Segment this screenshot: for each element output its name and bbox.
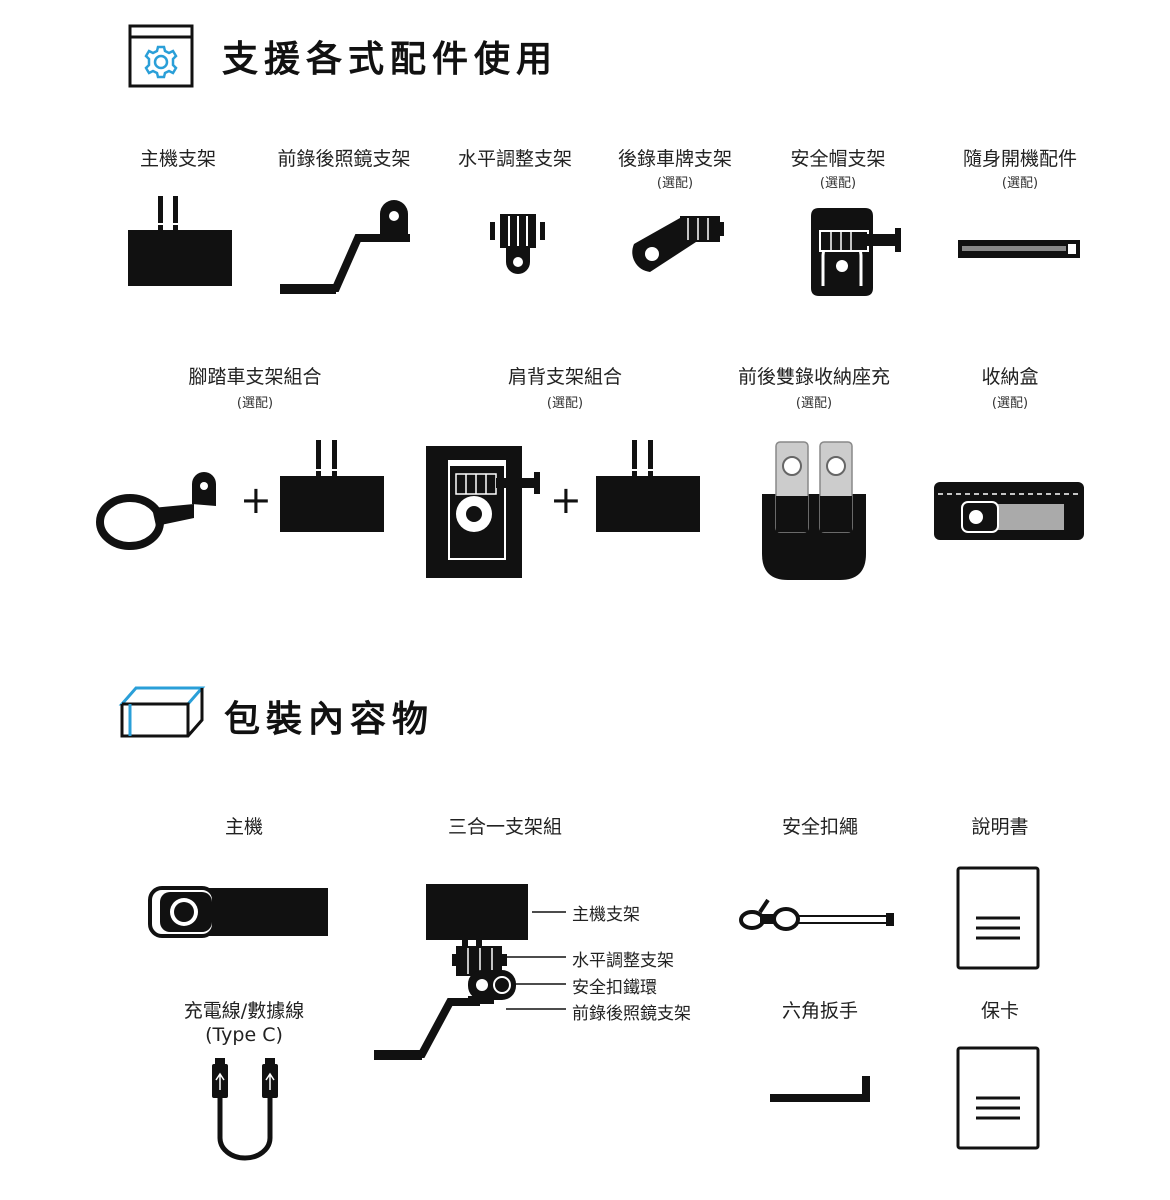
bike-combo-main-mount-icon — [280, 440, 384, 532]
mirror-mount-icon — [280, 200, 410, 294]
carry-accessory-icon — [958, 240, 1080, 258]
callout-level-mount: 水平調整支架 — [572, 951, 674, 971]
label-hex-wrench: 六角扳手 — [781, 1000, 858, 1022]
callout-lines — [506, 911, 566, 1010]
callout-mirror-mount: 前錄後照鏡支架 — [572, 1004, 691, 1024]
manual-icon — [956, 866, 1040, 970]
optional-bike-combo: (選配) — [236, 396, 274, 411]
label-storage-box: 收納盒 — [981, 366, 1039, 388]
usb-cable-icon — [212, 1058, 278, 1161]
label-bike-combo: 腳踏車支架組合 — [188, 366, 322, 388]
warranty-card-icon — [956, 1046, 1040, 1150]
accessories-title: 支援各式配件使用 — [222, 39, 559, 80]
label-safety-rope: 安全扣繩 — [781, 816, 858, 838]
level-mount-icon — [490, 214, 545, 274]
storage-box-icon — [934, 482, 1084, 540]
label-helmet-mount: 安全帽支架 — [790, 148, 886, 170]
main-unit-icon — [148, 886, 328, 938]
optional-dual-dock: (選配) — [795, 396, 833, 411]
plate-mount-icon — [632, 216, 724, 272]
shoulder-mount-icon — [426, 446, 540, 578]
optional-storage-box: (選配) — [991, 396, 1029, 411]
label-mirror-mount: 前錄後照鏡支架 — [277, 148, 411, 170]
main-mount-icon — [128, 196, 232, 286]
hex-wrench-icon — [770, 1076, 870, 1102]
helmet-mount-icon — [811, 208, 901, 296]
callout-main-mount: 主機支架 — [572, 905, 640, 925]
bike-mount-icon — [96, 472, 216, 550]
label-plate-mount: 後錄車牌支架 — [617, 148, 732, 170]
label-mount-set: 三合一支架組 — [447, 816, 562, 838]
label-dual-dock: 前後雙錄收納座充 — [737, 366, 890, 388]
safety-rope-icon — [739, 898, 894, 931]
shoulder-combo-main-mount-icon — [596, 440, 700, 532]
label-manual: 說明書 — [971, 816, 1029, 838]
package-box-icon — [118, 686, 206, 738]
optional-plate-mount: (選配) — [656, 176, 694, 191]
label-main-mount: 主機支架 — [139, 148, 216, 170]
package-title: 包裝內容物 — [224, 699, 435, 740]
optional-carry-accessory: (選配) — [1001, 176, 1039, 191]
optional-helmet-mount: (選配) — [819, 176, 857, 191]
label-warranty: 保卡 — [980, 1000, 1019, 1022]
mount-set-icon — [374, 884, 528, 1060]
label-level-mount: 水平調整支架 — [457, 148, 572, 170]
label-cable-type: (Type C) — [205, 1024, 283, 1046]
label-main-unit: 主機 — [224, 816, 263, 838]
callout-safety-ring: 安全扣鐵環 — [572, 978, 657, 998]
label-shoulder-combo: 肩背支架組合 — [507, 366, 622, 388]
plus-sign-shoulder: + — [550, 478, 582, 522]
label-carry-accessory: 隨身開機配件 — [962, 148, 1077, 170]
plus-sign-bike: + — [240, 478, 272, 522]
gear-window-icon — [128, 24, 194, 88]
dual-dock-icon — [762, 441, 866, 580]
label-cable: 充電線/數據線 — [183, 1000, 305, 1022]
optional-shoulder-combo: (選配) — [546, 396, 584, 411]
